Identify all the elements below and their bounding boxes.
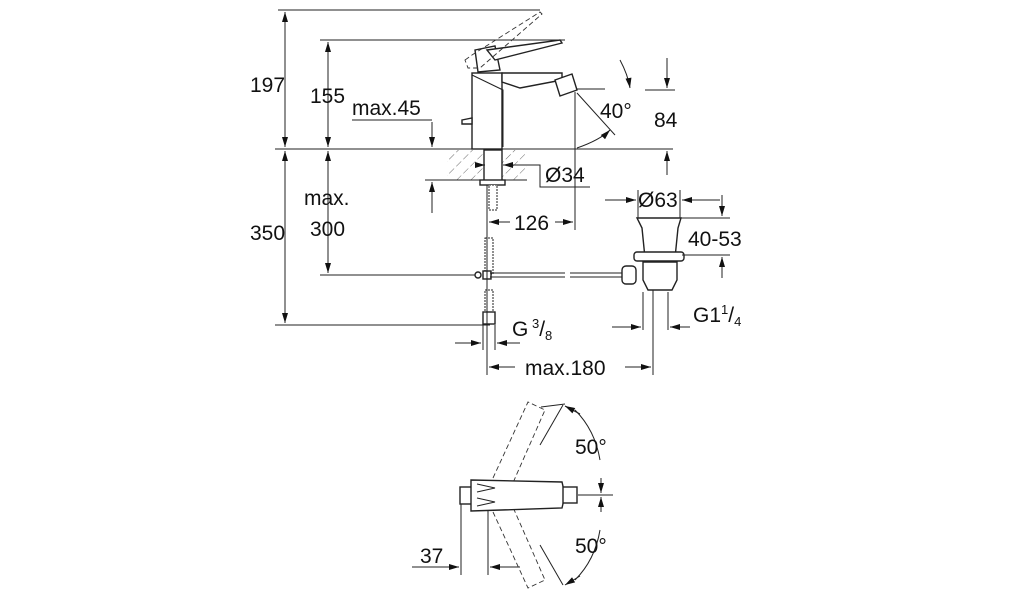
dim-spout-reach: 126 bbox=[514, 212, 549, 235]
top-view: 50° 50° 37 bbox=[412, 401, 613, 589]
dim-lever-offset: 37 bbox=[420, 545, 443, 568]
dim-spout-angle: 40° bbox=[600, 100, 632, 123]
dim-total-height: 197 bbox=[250, 74, 285, 97]
dim-spout-height: 155 bbox=[310, 85, 345, 108]
dim-waste-range: 40-53 bbox=[688, 228, 742, 251]
dim-max-label: max. bbox=[304, 187, 350, 210]
dim-waste-diameter: Ø63 bbox=[638, 189, 678, 212]
dim-supply-thread: G 3/8 bbox=[512, 316, 552, 343]
dim-hose-depth: 300 bbox=[310, 218, 345, 241]
angle-lower: 50° bbox=[575, 535, 607, 558]
dim-hose-length: 350 bbox=[250, 222, 285, 245]
dim-waste-thread: G11/4 bbox=[693, 302, 741, 329]
angle-upper: 50° bbox=[575, 436, 607, 459]
dim-max-counter: max.45 bbox=[352, 97, 421, 120]
dim-max-distance: max.180 bbox=[525, 357, 606, 380]
side-view: 197 155 max.45 max. 350 300 Ø34 126 40° … bbox=[250, 9, 742, 380]
dim-outlet-height: 84 bbox=[654, 109, 678, 132]
dim-hole-diameter: Ø34 bbox=[545, 164, 585, 187]
